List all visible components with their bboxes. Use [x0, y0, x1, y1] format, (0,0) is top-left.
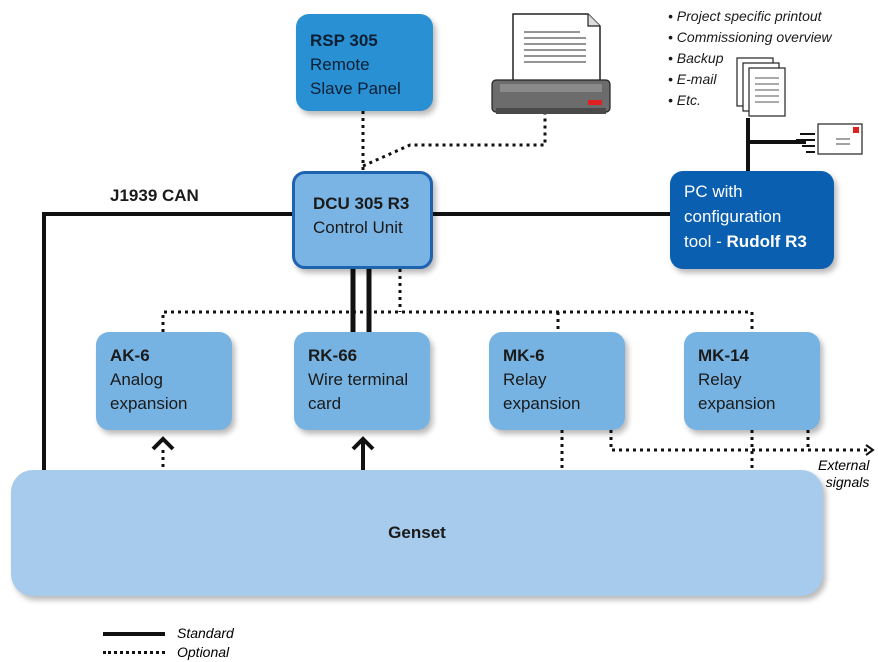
module-title: RK-66 — [308, 346, 358, 365]
module-title: MK-14 — [698, 346, 750, 365]
module-rk66: RK-66 Wire terminal card — [294, 332, 430, 430]
module-mk6: MK-6 Relay expansion — [489, 332, 625, 430]
legend: Standard Optional — [103, 624, 234, 662]
external-line1: External — [818, 457, 870, 473]
pc-line2: configuration — [684, 207, 782, 226]
pc-output-item: E-mail — [668, 69, 832, 90]
module-ak6: AK-6 Analog expansion — [96, 332, 232, 430]
dcu-rk-link — [350, 269, 372, 332]
pc-output-item: Commissioning overview — [668, 27, 832, 48]
pc-line3: tool - Rudolf R3 — [684, 229, 824, 254]
external-signals-label: External signals — [818, 457, 869, 491]
dcu-control-unit-box: DCU 305 R3 Control Unit — [292, 171, 433, 269]
pc-line3-prefix: tool - — [684, 232, 727, 251]
pc-config-tool-box: PC with configuration tool - Rudolf R3 — [670, 171, 834, 269]
legend-solid-swatch — [103, 631, 165, 636]
pc-output-item: Etc. — [668, 90, 832, 111]
can-bus-line — [42, 212, 670, 497]
rsp-title: RSP 305 — [310, 31, 378, 50]
module-mk14: MK-14 Relay expansion — [684, 332, 820, 430]
optional-links — [161, 108, 872, 496]
genset-box: Genset — [11, 470, 823, 596]
module-line1: Analog — [110, 370, 163, 389]
pc-line1: PC with — [684, 182, 743, 201]
module-title: MK-6 — [503, 346, 545, 365]
email-icon — [796, 123, 863, 155]
can-bus-label: J1939 CAN — [110, 186, 199, 205]
module-line2: expansion — [503, 394, 581, 413]
rsp-line2: Slave Panel — [310, 79, 401, 98]
printer-icon — [491, 13, 611, 114]
module-line2: expansion — [110, 394, 188, 413]
module-line1: Relay — [503, 370, 547, 389]
pc-output-item: Project specific printout — [668, 6, 832, 27]
rsp-line1: Remote — [310, 55, 370, 74]
pc-outputs-list: Project specific printout Commissioning … — [668, 6, 832, 111]
module-line2: card — [308, 394, 342, 413]
rsp-panel-box: RSP 305 Remote Slave Panel — [296, 14, 433, 111]
legend-standard: Standard — [103, 624, 234, 643]
module-line1: Wire terminal — [308, 370, 409, 389]
legend-optional-label: Optional — [177, 644, 230, 660]
pc-output-line — [746, 118, 806, 171]
legend-dotted-swatch — [103, 651, 165, 654]
module-line2: expansion — [698, 394, 776, 413]
genset-label: Genset — [388, 523, 446, 542]
pc-output-item: Backup — [668, 48, 832, 69]
pc-line3-bold: Rudolf R3 — [726, 232, 807, 251]
module-line1: Relay — [698, 370, 742, 389]
dcu-title: DCU 305 R3 — [313, 194, 410, 213]
external-line2: signals — [825, 474, 870, 490]
module-title: AK-6 — [110, 346, 150, 365]
dcu-line1: Control Unit — [313, 218, 403, 237]
legend-standard-label: Standard — [177, 625, 234, 641]
legend-optional: Optional — [103, 643, 234, 662]
